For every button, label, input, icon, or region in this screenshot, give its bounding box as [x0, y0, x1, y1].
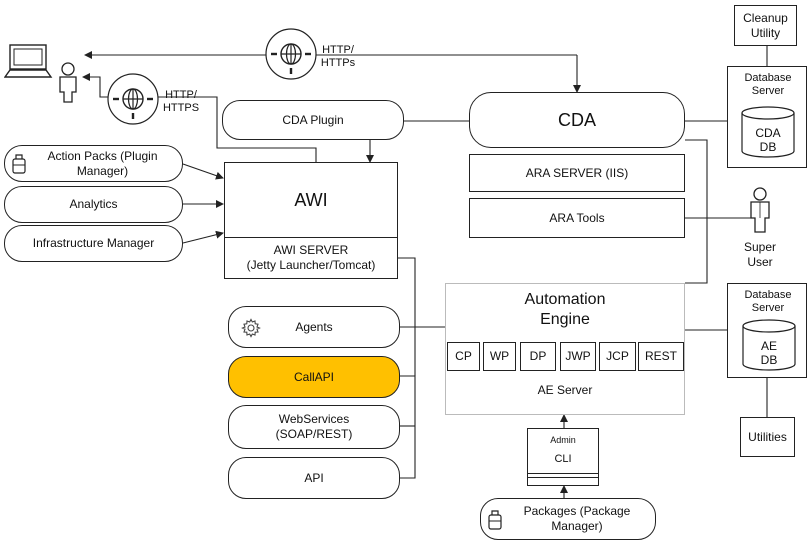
process-cp-label: CP [455, 349, 472, 363]
process-jwp-label: JWP [565, 349, 591, 363]
db-server-ae-label: Database Server [728, 289, 808, 315]
cleanup-utility-node[interactable]: Cleanup Utility [734, 5, 797, 46]
db-server-ae-line2: Server [751, 302, 785, 314]
http-left-line1: HTTP/ [165, 89, 197, 101]
db-server-cda-label: Database Server [728, 72, 808, 98]
webservices-line1: WebServices [278, 412, 350, 426]
cda-db-label: CDA DB [740, 126, 796, 154]
awi-server-line2: (Jetty Launcher/Tomcat) [246, 258, 376, 272]
admin-cli-title: Admin [550, 435, 576, 445]
analytics-label: Analytics [69, 197, 118, 211]
http-top-label: HTTP/ HTTPs [318, 44, 358, 70]
process-rest[interactable]: REST [638, 342, 684, 371]
admin-cli-divider [528, 477, 598, 478]
awi-label: AWI [294, 189, 328, 210]
db-server-ae-line1: Database [744, 289, 792, 301]
automation-engine-line2: Engine [540, 311, 590, 328]
globe-icon [107, 73, 159, 125]
packages-label: Packages (Package Manager) [523, 504, 631, 533]
cda-db-line1: CDA [755, 126, 781, 140]
db-server-cda-line1: Database [744, 72, 792, 84]
database-icon [741, 106, 795, 158]
super-user-label: Super User [735, 240, 785, 270]
ara-tools-label: ARA Tools [549, 210, 605, 225]
analytics-node[interactable]: Analytics [4, 186, 183, 223]
infrastructure-manager-label: Infrastructure Manager [32, 236, 155, 250]
laptop-icon [4, 44, 53, 78]
db-server-cda-line2: Server [751, 85, 785, 97]
cda-node[interactable]: CDA [469, 92, 685, 148]
agents-node[interactable]: Agents [228, 306, 400, 348]
callapi-label: CallAPI [293, 369, 334, 384]
process-jwp[interactable]: JWP [560, 342, 596, 371]
packages-node[interactable]: Packages (Package Manager) [480, 498, 656, 540]
admin-cli-label: CLI [554, 453, 572, 465]
callapi-node[interactable]: CallAPI [228, 356, 400, 398]
super-user-icon [750, 187, 770, 233]
cleanup-line2: Utility [750, 25, 781, 40]
automation-engine-title: Automation Engine [446, 290, 684, 330]
automation-engine-line1: Automation [524, 291, 606, 308]
admin-cli-divider [528, 473, 598, 474]
cda-label: CDA [557, 109, 596, 130]
super-user-line2: User [747, 255, 773, 269]
action-packs-node[interactable]: Action Packs (Plugin Manager) [4, 145, 183, 182]
ae-db-line2: DB [760, 353, 778, 367]
process-wp[interactable]: WP [483, 342, 516, 371]
process-wp-label: WP [489, 349, 510, 363]
package-icon [488, 510, 502, 530]
webservices-line2: (SOAP/REST) [275, 427, 353, 441]
database-icon [742, 319, 796, 371]
process-jcp[interactable]: JCP [599, 342, 636, 371]
utilities-node[interactable]: Utilities [740, 417, 795, 457]
api-label: API [304, 470, 324, 485]
ara-server-node[interactable]: ARA SERVER (IIS) [469, 154, 685, 192]
package-icon [12, 154, 26, 174]
ae-db-line1: AE [760, 339, 777, 353]
gear-icon [241, 318, 261, 338]
ara-server-label: ARA SERVER (IIS) [525, 165, 629, 180]
process-dp[interactable]: DP [520, 342, 556, 371]
infrastructure-manager-node[interactable]: Infrastructure Manager [4, 225, 183, 262]
user-icon [59, 62, 77, 103]
super-user-line1: Super [743, 240, 777, 254]
awi-server-line1: AWI SERVER [273, 243, 349, 257]
ara-tools-node[interactable]: ARA Tools [469, 198, 685, 238]
admin-cli-node[interactable]: Admin CLI [527, 428, 599, 486]
agents-label: Agents [295, 319, 333, 334]
http-top-line1: HTTP/ [322, 44, 354, 56]
process-jcp-label: JCP [606, 349, 629, 363]
process-rest-label: REST [644, 349, 677, 363]
http-left-label: HTTP/ HTTPS [160, 89, 202, 115]
process-cp[interactable]: CP [447, 342, 480, 371]
utilities-label: Utilities [748, 429, 787, 444]
awi-node[interactable]: AWI [224, 162, 398, 238]
http-left-line2: HTTPS [162, 102, 200, 114]
http-top-line2: HTTPs [320, 57, 356, 69]
cleanup-line1: Cleanup [743, 10, 788, 25]
awi-server-node[interactable]: AWI SERVER (Jetty Launcher/Tomcat) [224, 237, 398, 279]
cda-plugin-label: CDA Plugin [282, 112, 344, 127]
ae-db-label: AE DB [741, 339, 797, 367]
process-dp-label: DP [529, 349, 547, 363]
action-packs-label: Action Packs (Plugin Manager) [47, 148, 158, 178]
cda-plugin-node[interactable]: CDA Plugin [222, 100, 404, 140]
cda-db-line2: DB [759, 140, 777, 154]
webservices-node[interactable]: WebServices (SOAP/REST) [228, 405, 400, 449]
globe-icon [265, 28, 317, 80]
api-node[interactable]: API [228, 457, 400, 499]
ae-server-label: AE Server [537, 383, 593, 397]
